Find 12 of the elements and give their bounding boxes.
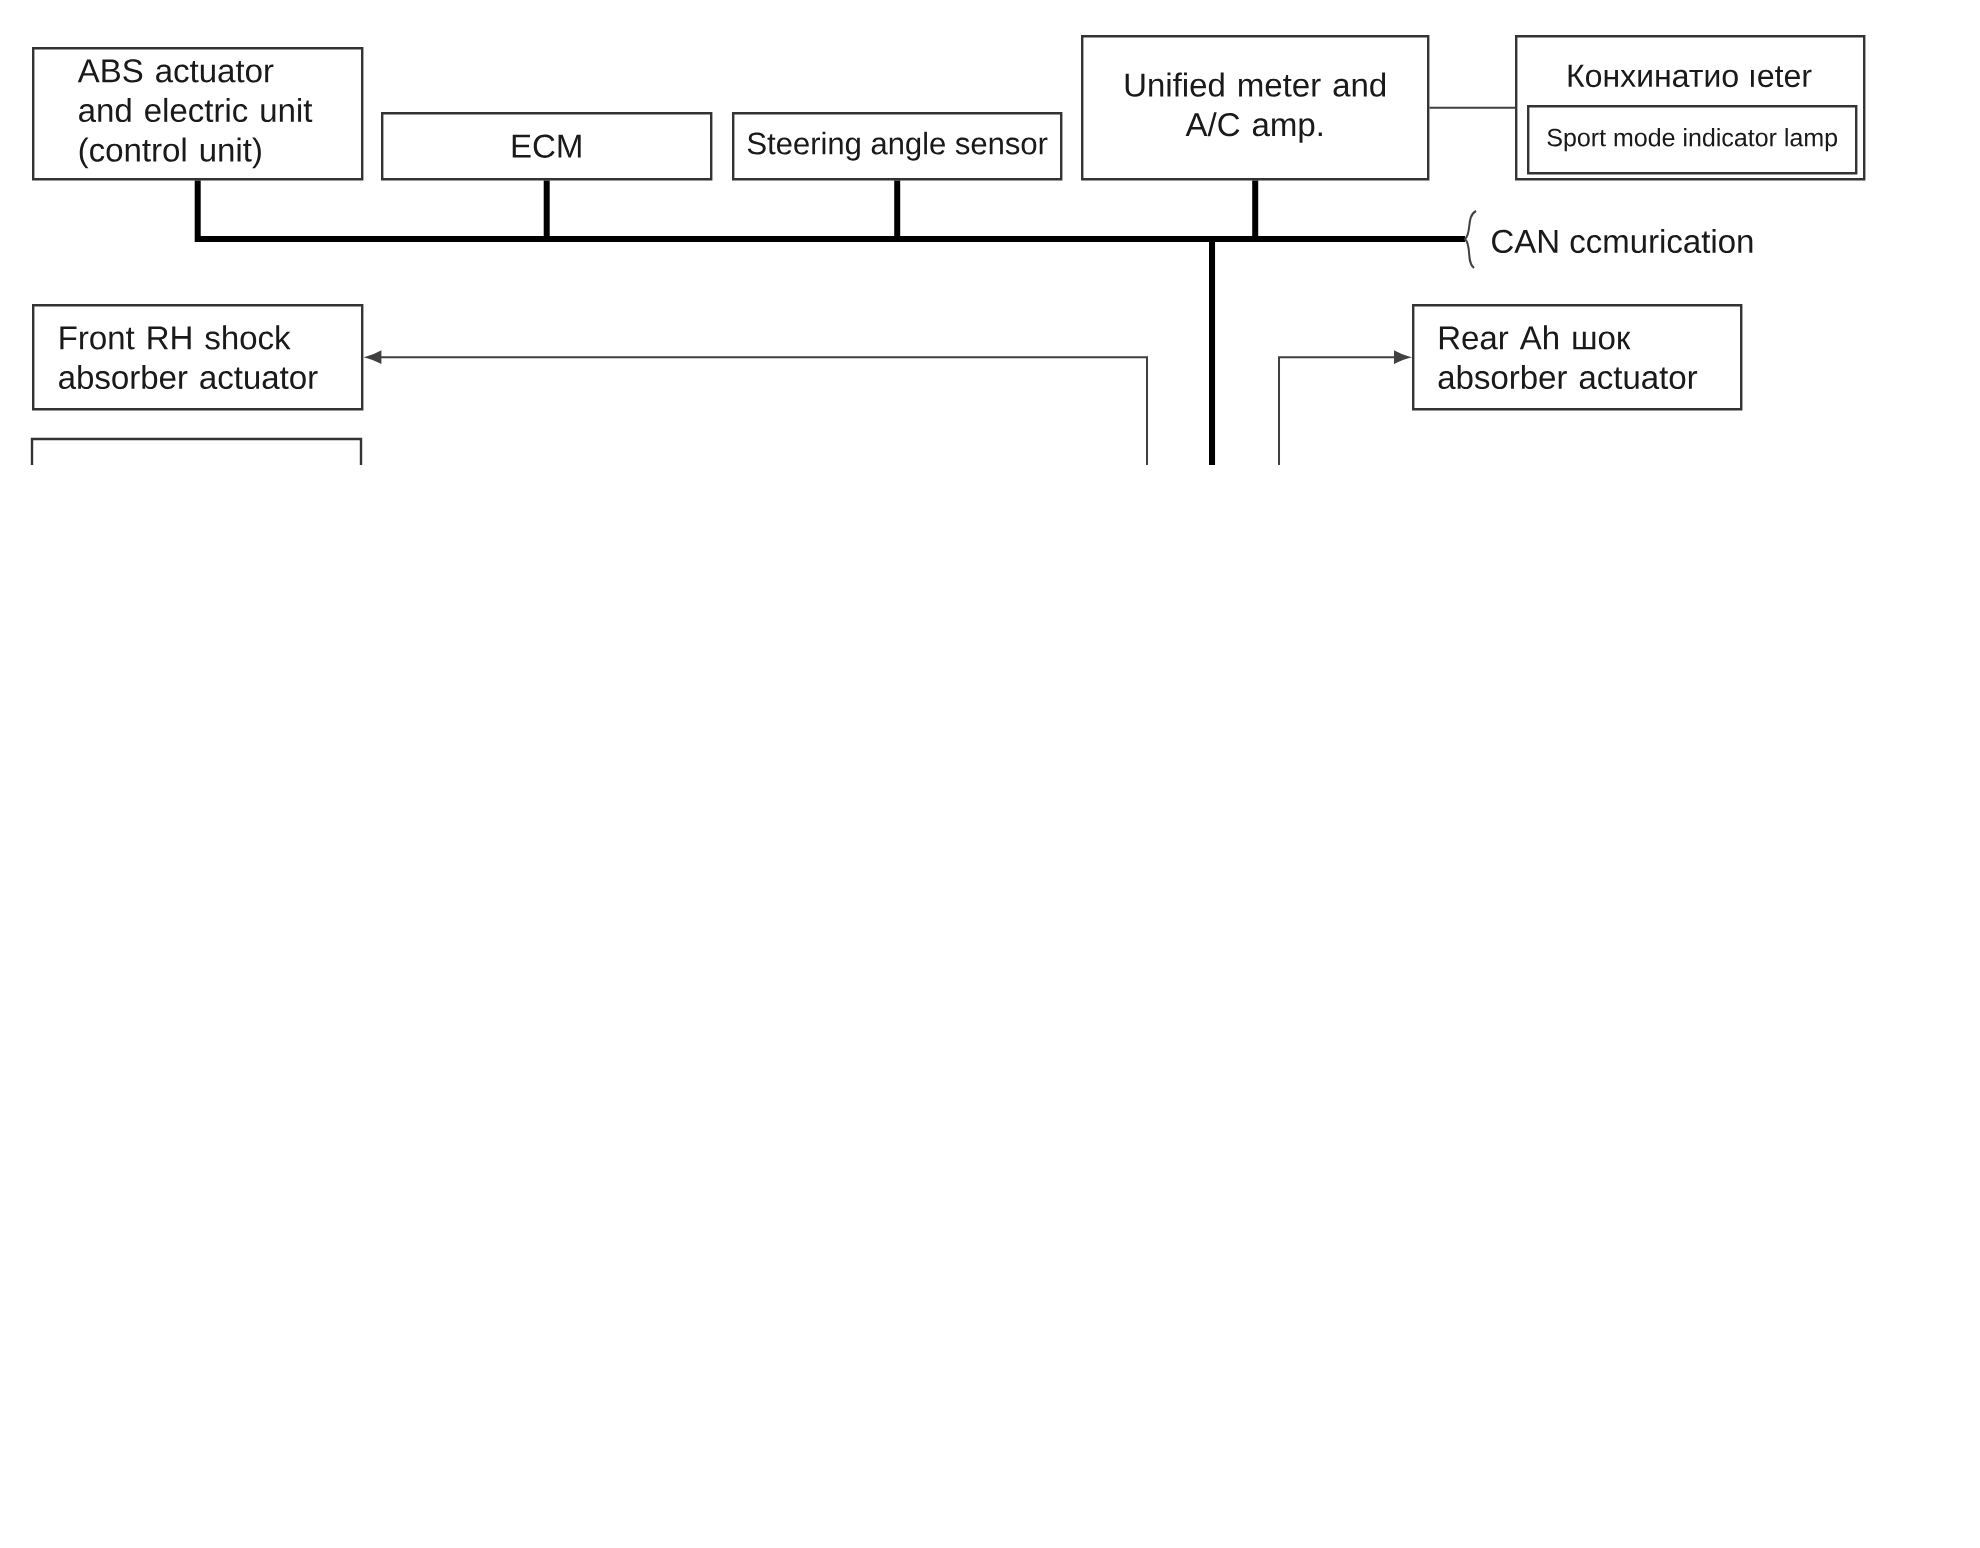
partial-box [30,437,363,465]
arrow [1278,351,1410,466]
connector-line [1428,106,1516,109]
meter-box: Unified meter and A/C amp. [1081,35,1430,181]
arrow [366,351,1148,466]
bus-label: CAN ccmurication [1492,228,1753,254]
control-unit-box: ECM [381,112,713,181]
actuator-box: Rear Ah шок absorber actuator [1412,304,1743,411]
control-unit-box: ABS actuator and electric unit (control unit) [32,47,364,181]
actuator-box: Front RH shock absorber actuator [32,304,364,411]
sensor-box: Steering angle sensor [732,112,1063,181]
indicator-lamp-box: Sport mode indicator lamp [1527,105,1858,175]
